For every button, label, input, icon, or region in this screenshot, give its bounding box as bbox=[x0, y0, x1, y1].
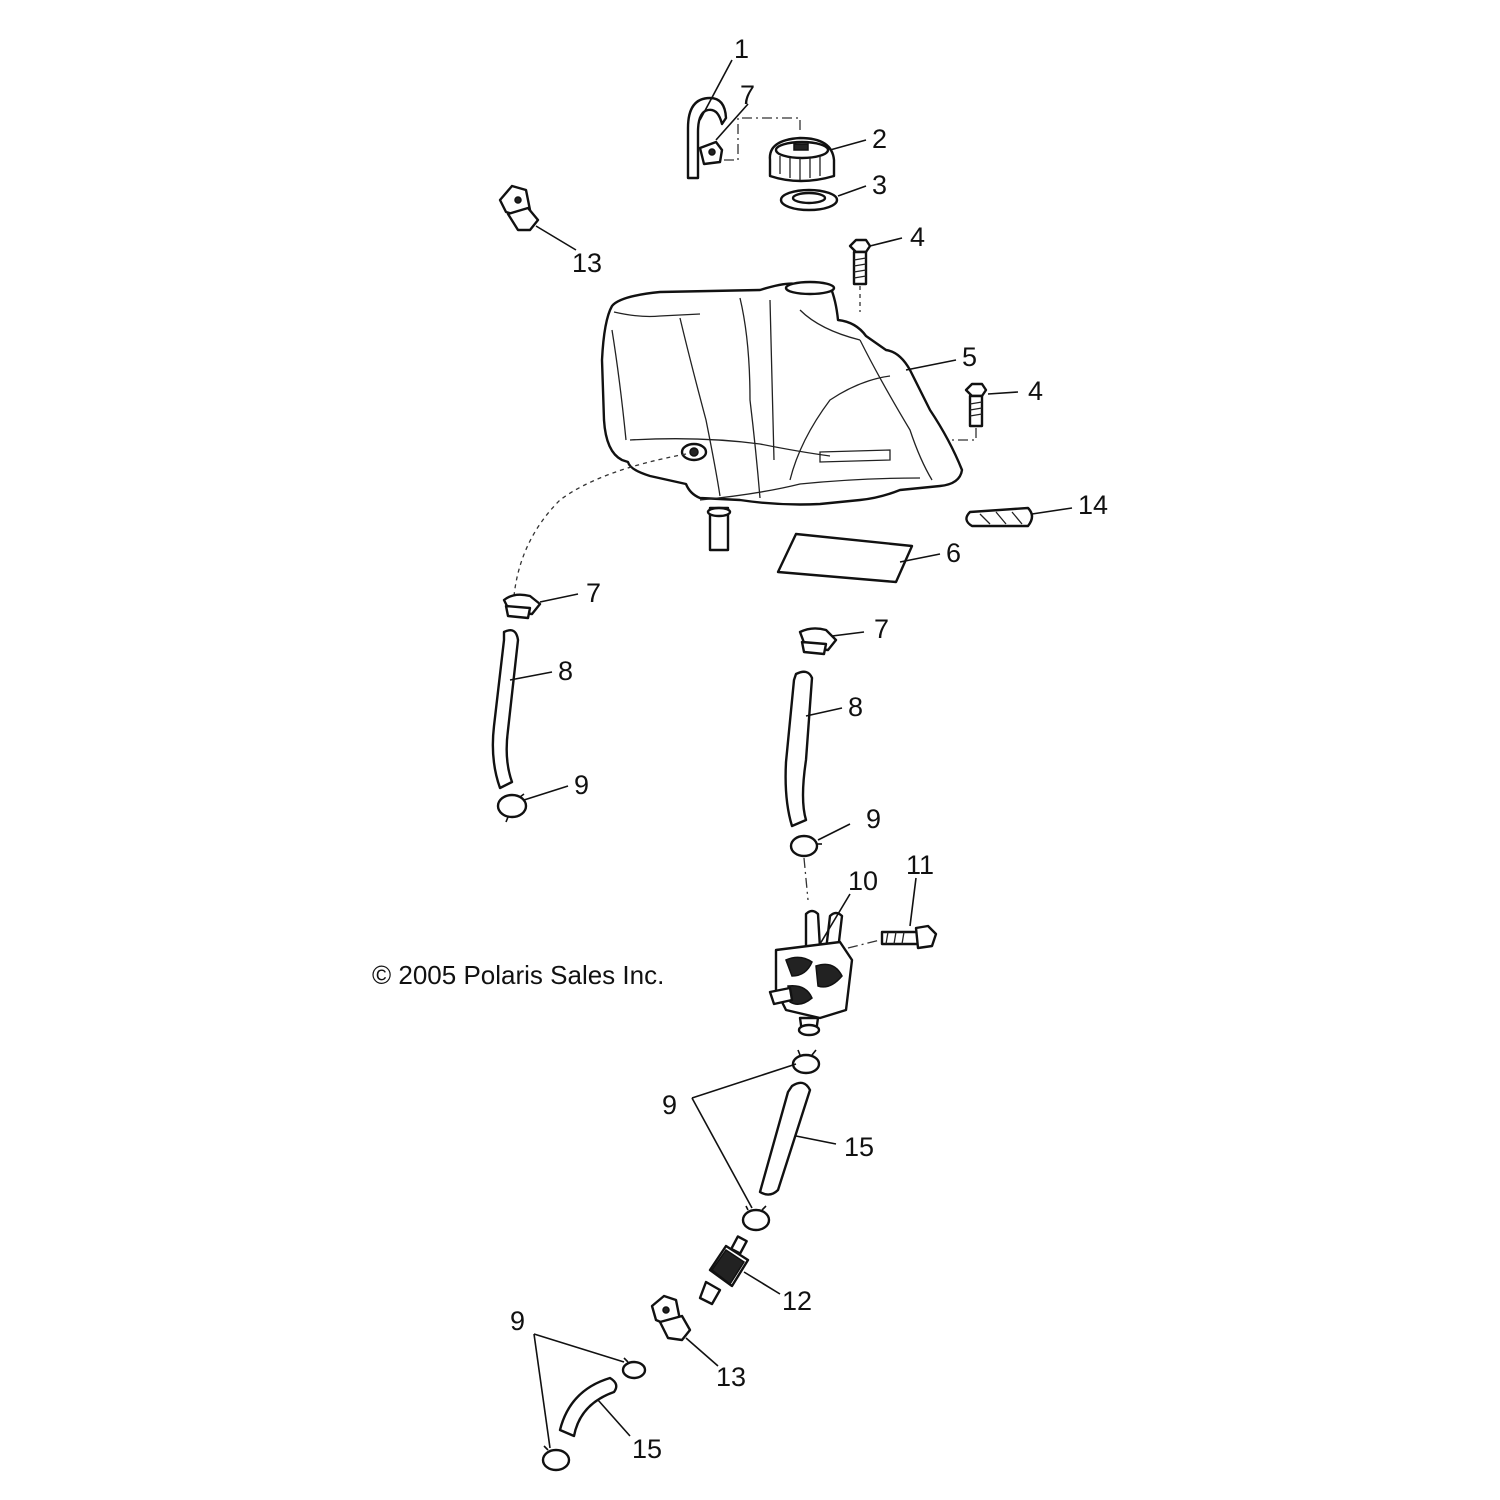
leader-lines bbox=[509, 59, 1073, 1449]
callout-9: 9 bbox=[574, 770, 589, 800]
hose-clamp-part bbox=[502, 593, 542, 620]
spring-clamp-part bbox=[789, 834, 822, 858]
spring-clamp-part bbox=[621, 1357, 647, 1380]
callout-15: 15 bbox=[632, 1434, 662, 1464]
fuel-hose-part bbox=[558, 1376, 618, 1438]
callout-3: 3 bbox=[872, 170, 887, 200]
callout-4: 4 bbox=[1028, 376, 1043, 406]
cap-gasket-part bbox=[779, 188, 839, 212]
spring-clamp-part bbox=[741, 1205, 771, 1232]
callout-1: 1 bbox=[734, 34, 749, 64]
mounting-bolt-part bbox=[848, 238, 872, 286]
valve-guide-line bbox=[803, 857, 809, 901]
callout-6: 6 bbox=[946, 538, 961, 568]
callout-7: 7 bbox=[740, 80, 755, 110]
callout-7: 7 bbox=[586, 578, 601, 608]
hose-clip-part bbox=[650, 1294, 692, 1342]
callout-4: 4 bbox=[910, 222, 925, 252]
bolt-guide-line bbox=[847, 939, 881, 949]
callout-8: 8 bbox=[848, 692, 863, 722]
callouts: 1 2 3 4 4 5 6 7 7 7 8 8 9 9 9 9 10 11 12… bbox=[510, 34, 1108, 1464]
fuel-hose-part bbox=[784, 670, 814, 828]
decal-part bbox=[776, 532, 914, 584]
copyright-notice: © 2005 Polaris Sales Inc. bbox=[372, 960, 664, 990]
callout-13: 13 bbox=[716, 1362, 746, 1392]
fuel-tank-part bbox=[600, 280, 964, 552]
callout-9: 9 bbox=[866, 804, 881, 834]
small-clamp-part bbox=[698, 140, 724, 166]
spring-clamp-part bbox=[496, 793, 528, 823]
assembly-guide-line bbox=[724, 117, 801, 161]
callout-13: 13 bbox=[572, 248, 602, 278]
callout-9: 9 bbox=[510, 1306, 525, 1336]
callout-11: 11 bbox=[906, 850, 934, 880]
hose-route-line bbox=[513, 453, 687, 597]
valve-bolt-part bbox=[880, 924, 938, 950]
callout-9: 9 bbox=[662, 1090, 677, 1120]
fuel-valve-part bbox=[768, 909, 854, 1037]
spring-clamp-part bbox=[791, 1049, 821, 1075]
callout-5: 5 bbox=[962, 342, 977, 372]
vent-hose-part bbox=[686, 96, 728, 180]
callout-14: 14 bbox=[1078, 490, 1108, 520]
callout-12: 12 bbox=[782, 1286, 812, 1316]
fuel-filter-part bbox=[698, 1235, 750, 1306]
callout-8: 8 bbox=[558, 656, 573, 686]
hose-clamp-part bbox=[798, 627, 838, 656]
hose-clip-part bbox=[498, 184, 540, 232]
callout-15: 15 bbox=[844, 1132, 874, 1162]
fuel-hose-part bbox=[491, 629, 520, 790]
warning-label-part bbox=[965, 506, 1034, 528]
fuel-cap-part bbox=[768, 136, 836, 183]
callout-10: 10 bbox=[848, 866, 878, 896]
fuel-hose-part bbox=[758, 1081, 812, 1196]
mounting-bolt-part bbox=[964, 382, 988, 428]
callout-7: 7 bbox=[874, 614, 889, 644]
spring-clamp-part bbox=[541, 1445, 571, 1472]
callout-2: 2 bbox=[872, 124, 887, 154]
